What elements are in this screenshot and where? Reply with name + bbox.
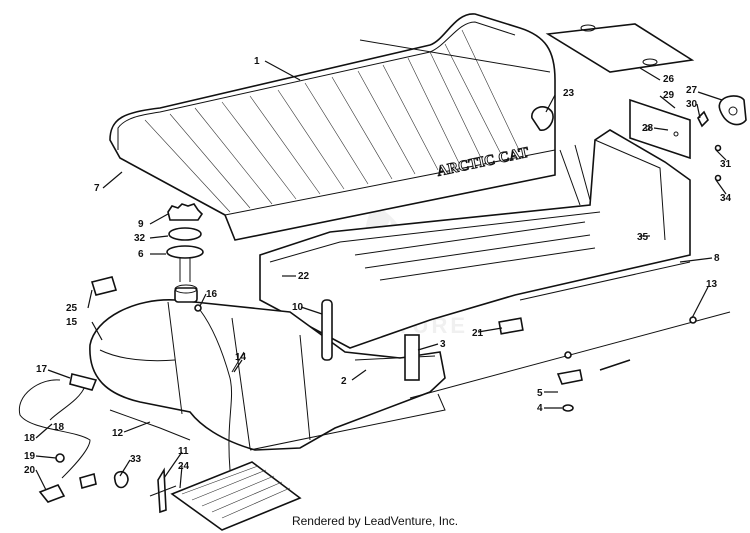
callout-30: 30 [686,99,698,110]
callout-8: 8 [714,253,720,264]
latch-30 [697,110,709,128]
callouts: 1 7 23 26 29 27 30 28 31 34 35 8 22 9 32… [24,56,732,476]
callout-26: 26 [663,74,675,85]
callout-17: 17 [36,364,48,375]
callout-5: 5 [537,388,543,399]
hose-assembly [18,304,245,503]
callout-25: 25 [66,303,78,314]
callout-16: 16 [206,289,218,300]
callout-10: 10 [292,302,304,313]
callout-29: 29 [663,90,675,101]
callout-4: 4 [537,403,543,414]
fuel-pickup [149,461,302,531]
callout-9: 9 [138,219,144,230]
callout-2: 2 [341,376,347,387]
callout-15: 15 [66,317,78,328]
callout-11: 11 [178,446,189,457]
plate-26 [545,23,695,73]
callout-14: 14 [235,352,247,363]
callout-28: 28 [642,123,654,134]
callout-31: 31 [720,159,732,170]
fuel-cap-assembly [166,203,204,282]
seat-assembly: ARCTIC CAT [109,13,556,241]
callout-21: 21 [472,328,484,339]
leader-lines [35,60,727,491]
callout-20: 20 [24,465,36,476]
callout-13: 13 [706,279,718,290]
callout-24: 24 [178,461,190,472]
callout-19: 19 [24,451,36,462]
cover-27 [718,95,747,126]
callout-35: 35 [637,232,649,243]
callout-23: 23 [563,88,575,99]
seat-base-8 [259,129,691,349]
fuel-tank [89,276,446,451]
callout-1: 1 [254,56,260,67]
callout-18b: 18 [53,422,65,433]
callout-6: 6 [138,249,144,260]
callout-27: 27 [686,85,698,96]
footer-credit: Rendered by LeadVenture, Inc. [291,514,459,528]
callout-22: 22 [298,271,310,282]
callout-12: 12 [112,428,124,439]
callout-7: 7 [94,183,100,194]
callout-33: 33 [130,454,142,465]
rod-13 [409,144,731,412]
callout-18a: 18 [24,433,36,444]
callout-3: 3 [440,339,446,350]
callout-32: 32 [134,233,146,244]
callout-34: 34 [720,193,732,204]
